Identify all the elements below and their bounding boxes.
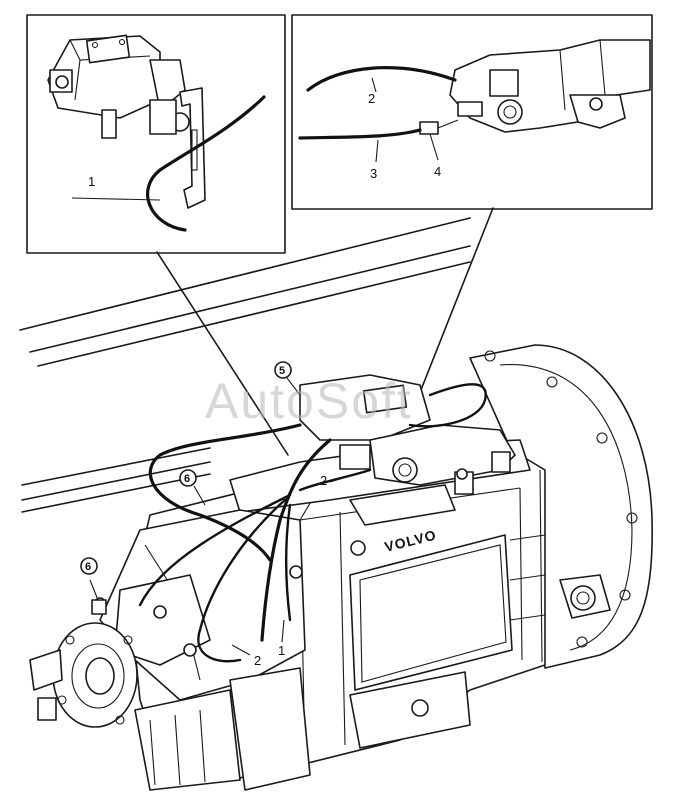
watermark: AutoSoft bbox=[205, 373, 413, 429]
inset-right: 2 3 4 bbox=[291, 14, 653, 210]
callout-4: 4 bbox=[434, 164, 441, 179]
circled-callout-6-lower-marker bbox=[80, 557, 98, 575]
transmission-assembly: VOLVO bbox=[29, 344, 653, 791]
callout-2-main-upper: 2 bbox=[320, 473, 327, 488]
main-callouts: 5 6 6 2 2 1 bbox=[80, 361, 351, 668]
callout-1-main: 1 bbox=[278, 643, 285, 658]
callout-2-main-lower: 2 bbox=[254, 653, 261, 668]
callout-3: 3 bbox=[370, 166, 377, 181]
chassis-rails bbox=[19, 217, 471, 513]
circled-callout-6-lower: 6 bbox=[85, 561, 91, 573]
inset-leaders bbox=[156, 207, 494, 456]
inset-left: 1 bbox=[26, 14, 286, 254]
wiring-harness bbox=[89, 383, 487, 663]
circled-callout-5-marker bbox=[274, 361, 292, 379]
circled-callout-6-upper: 6 bbox=[184, 473, 190, 485]
circled-callout-6-upper-marker bbox=[179, 469, 197, 487]
callout-2-inset: 2 bbox=[368, 91, 375, 106]
circled-callout-5: 5 bbox=[279, 365, 285, 377]
callout-1: 1 bbox=[88, 174, 95, 189]
